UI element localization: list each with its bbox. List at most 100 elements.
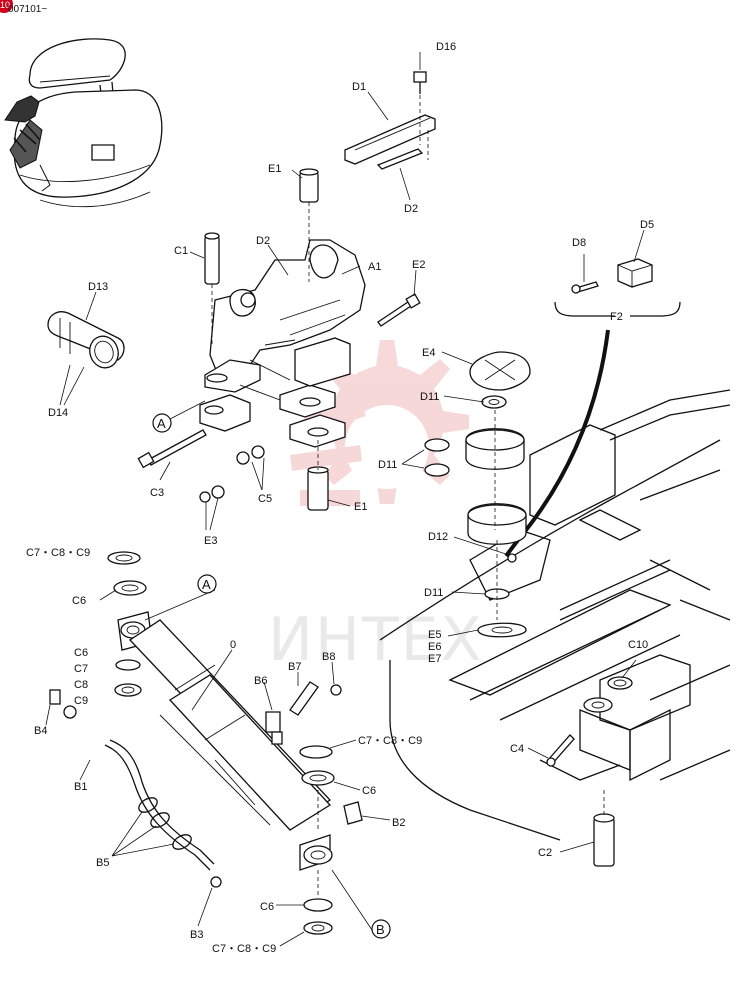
shim-d11-a — [424, 438, 450, 452]
label-c1: C1 — [174, 245, 188, 257]
nuts-c5 — [236, 445, 265, 465]
bolt-c3 — [137, 429, 207, 469]
label-b5: B5 — [96, 857, 109, 869]
fitting-b4 — [49, 689, 77, 719]
highlighted-swing-area — [4, 95, 51, 192]
svg-text:10: 10 — [0, 0, 10, 10]
svg-text:A: A — [157, 416, 166, 431]
label-c9: C9 — [74, 695, 88, 707]
pin-e1-bottom — [307, 440, 329, 511]
label-c10: C10 — [628, 639, 648, 651]
label-b1: B1 — [74, 781, 87, 793]
svg-text:A: A — [202, 577, 211, 592]
label-c4: C4 — [510, 743, 524, 755]
washer-c7c8c9-right — [299, 745, 333, 759]
corner-badge: 10 — [0, 0, 13, 13]
pin-c2 — [593, 790, 615, 867]
swing-cylinder — [107, 551, 335, 935]
label-e7: E7 — [428, 653, 441, 665]
washer-c7c8c9-bottom — [303, 921, 333, 935]
leader-lines — [45, 52, 645, 947]
part-labels: D16 D1 D2 E1 C1 D2 A1 E2 D13 D14 D8 D5 F… — [26, 41, 654, 955]
label-d12: D12 — [428, 531, 448, 543]
label-c5: C5 — [258, 493, 272, 505]
fitting-b2 — [343, 801, 363, 825]
serial-number: 007101~ — [8, 4, 47, 15]
washer-c7c8c9-top — [107, 551, 141, 565]
pin-e1-top — [299, 168, 319, 282]
plate-d2 — [376, 148, 424, 170]
bolt-c4 — [546, 734, 575, 767]
label-d13: D13 — [88, 281, 108, 293]
label-c3: C3 — [150, 487, 164, 499]
label-b3: B3 — [190, 929, 203, 941]
fitting-d12 — [507, 553, 517, 563]
label-d1: D1 — [352, 81, 366, 93]
label-e1-bottom: E1 — [354, 501, 367, 513]
label-c2: C2 — [538, 847, 552, 859]
label-c7c8c9-bottom: C7・C8・C9 — [212, 943, 276, 955]
shim-d11-top — [481, 395, 507, 409]
grease-kit-f2 — [554, 258, 681, 317]
label-d16: D16 — [436, 41, 456, 53]
label-b8: B8 — [322, 651, 335, 663]
pin-c10 — [607, 676, 633, 690]
label-d8: D8 — [572, 237, 586, 249]
shim-d11-b — [424, 463, 450, 477]
label-b6: B6 — [254, 675, 267, 687]
boss-with-washer — [583, 697, 613, 713]
fitting-b6 — [265, 711, 283, 745]
label-c8: C8 — [74, 679, 88, 691]
label-f2: F2 — [610, 311, 623, 323]
label-d11-b: D11 — [378, 459, 397, 471]
machine-overview-icon — [4, 38, 163, 208]
label-c6-bottom: C6 — [260, 901, 274, 913]
fitting-b7 — [289, 681, 319, 716]
label-e1-top: E1 — [268, 163, 281, 175]
label-c7: C7 — [74, 663, 88, 675]
label-c6-mid: C6 — [74, 647, 88, 659]
pipe-lines — [159, 714, 271, 826]
label-d11-c: D11 — [424, 587, 443, 599]
plate-e4 — [469, 351, 531, 391]
label-d2-upper: D2 — [404, 203, 418, 215]
bolt-d16 — [413, 71, 427, 83]
svg-text:B: B — [376, 922, 385, 937]
bushing-d13 — [47, 311, 125, 369]
label-b4: B4 — [34, 725, 47, 737]
washer-c7c8c9-mid — [114, 683, 142, 697]
cover-d1-assembly — [344, 71, 436, 170]
label-d11-a: D11 — [420, 391, 439, 403]
label-e4: E4 — [422, 347, 435, 359]
label-e3: E3 — [204, 535, 217, 547]
label-b2: B2 — [392, 817, 405, 829]
fitting-b8 — [330, 684, 342, 696]
washer-c6-top — [113, 580, 147, 596]
label-c7c8c9-top: C7・C8・C9 — [26, 547, 90, 559]
label-c7c8c9-right: C7・C8・C9 — [358, 735, 422, 747]
label-d14: D14 — [48, 407, 68, 419]
grease-hose — [504, 329, 610, 558]
label-e6: E6 — [428, 641, 441, 653]
ref-circle-a-top: A — [152, 413, 172, 433]
label-d2-mid: D2 — [256, 235, 270, 247]
washer-c6-mid — [115, 659, 141, 671]
ref-circle-b: B — [371, 919, 391, 939]
cover-d1 — [344, 114, 436, 165]
label-c6-right: C6 — [362, 785, 376, 797]
watermark-text: ИНТЕХ — [268, 605, 484, 675]
washer-c6-right — [301, 770, 335, 786]
pin-c1 — [204, 232, 220, 344]
block-d5 — [617, 258, 653, 288]
nuts-e3 — [199, 485, 225, 503]
hose-clamps-b5 — [138, 797, 192, 850]
label-e5: E5 — [428, 629, 441, 641]
washer-c6-bottom — [303, 898, 333, 912]
fitting-b3 — [210, 876, 222, 888]
swing-bosses — [424, 351, 531, 638]
label-d5: D5 — [640, 219, 654, 231]
watermark: ИНТЕХ — [268, 340, 484, 675]
label-a1: A1 — [368, 261, 381, 273]
label-e2: E2 — [412, 259, 425, 271]
